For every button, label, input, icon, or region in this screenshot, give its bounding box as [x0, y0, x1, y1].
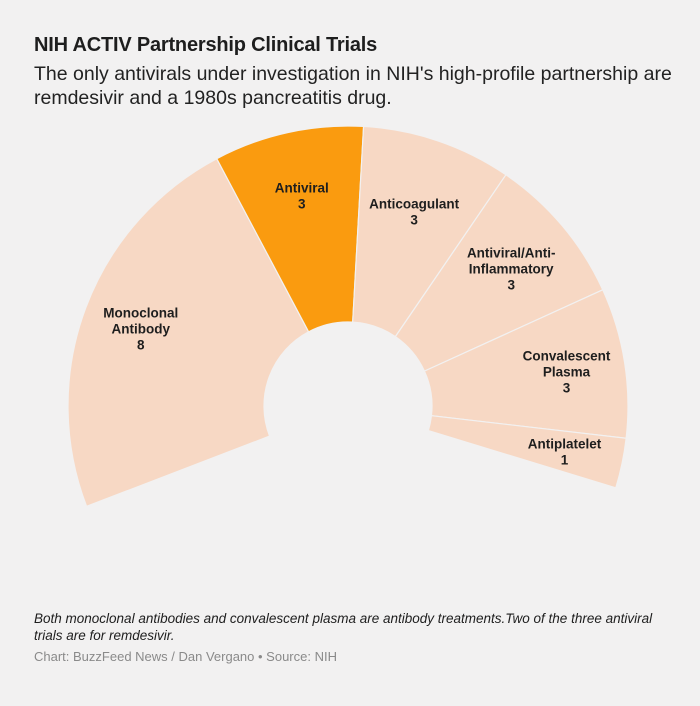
label-line: Convalescent [523, 349, 611, 364]
value-antiviral: 3 [298, 197, 306, 212]
label-line: Plasma [543, 365, 591, 380]
chart-title: NIH ACTIV Partnership Clinical Trials [34, 34, 378, 56]
chart-subtitle: The only antivirals under investigation … [34, 63, 672, 109]
label-line: Antiplatelet [528, 436, 602, 451]
slice-antiplatelet [427, 415, 627, 489]
label-line: Monoclonal [103, 305, 178, 320]
label-line: Inflammatory [469, 262, 554, 277]
value-anticoagulant: 3 [410, 212, 418, 227]
slice-antiviral-anti-inflammatory [394, 173, 604, 372]
slice-convalescent-plasma [423, 288, 629, 439]
slices-group [67, 125, 629, 508]
label-line: Antibody [112, 321, 171, 336]
label-line: Anticoagulant [369, 196, 460, 211]
value-monoclonal-antibody: 8 [137, 337, 145, 352]
footnote: Both monoclonal antibodies and convalesc… [34, 611, 653, 643]
value-antiplatelet: 1 [561, 452, 569, 467]
credit-line: Chart: BuzzFeed News / Dan Vergano • Sou… [34, 649, 337, 664]
slice-monoclonal-antibody [67, 157, 310, 508]
slice-antiviral [215, 125, 365, 333]
label-line: Antiviral [275, 181, 329, 196]
value-antiviral-anti-inflammatory: 3 [507, 278, 515, 293]
label-line: Antiviral/Anti- [467, 246, 556, 261]
slice-anticoagulant [352, 125, 507, 338]
value-convalescent-plasma: 3 [563, 381, 571, 396]
